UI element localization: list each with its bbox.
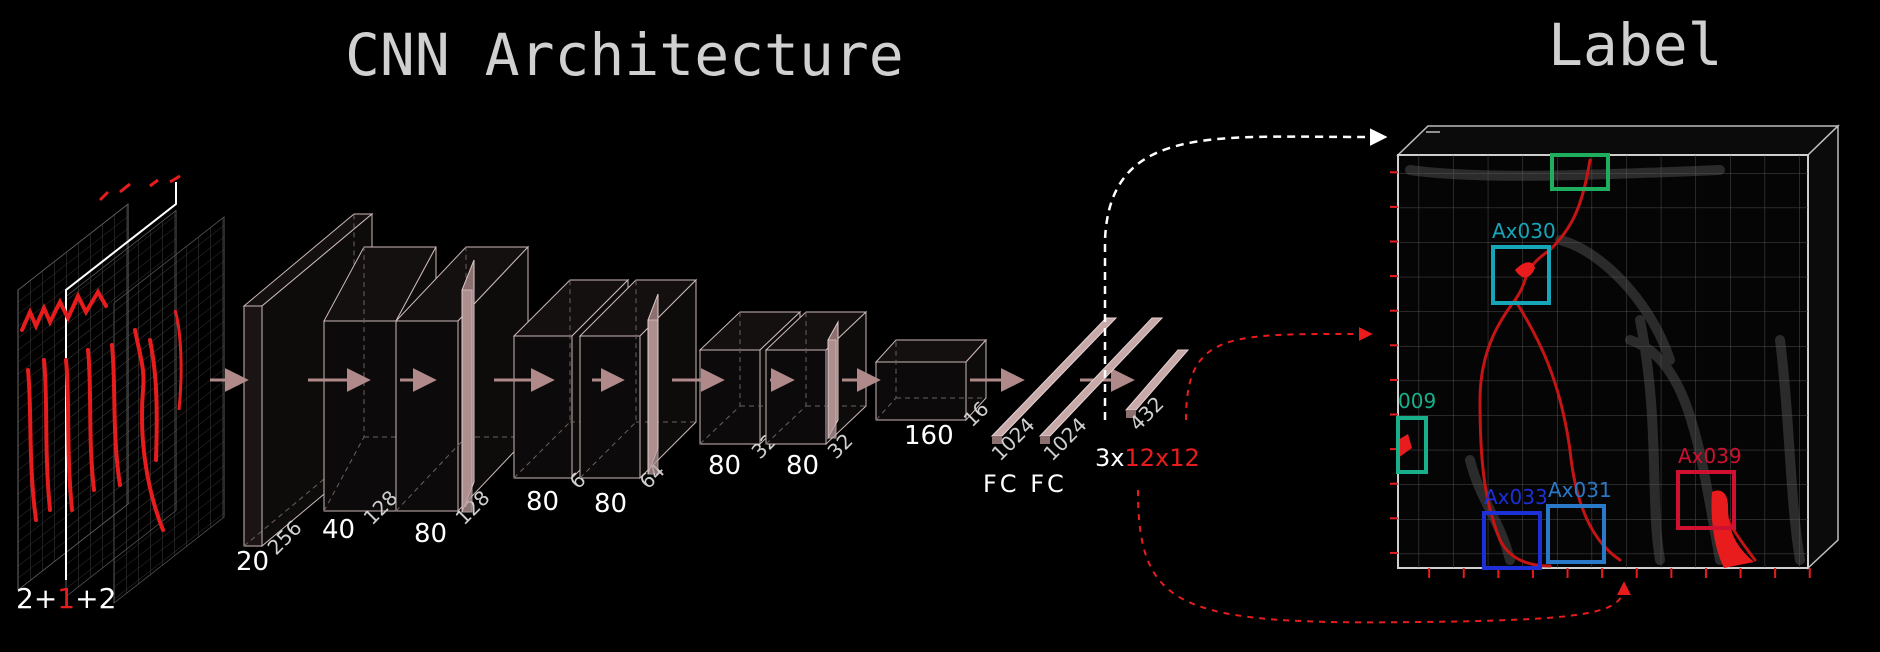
input-slice-highlight	[65, 182, 177, 580]
box-label-009: 009	[1398, 389, 1436, 413]
box-label-ax039: Ax039	[1678, 444, 1742, 468]
input-label: 2+1+2	[16, 582, 116, 615]
label-grid-lines	[1398, 155, 1808, 568]
layer-front-label: 80	[526, 487, 559, 517]
box-ax039	[1676, 470, 1736, 530]
layer-front-label: 40	[322, 515, 355, 545]
conv-layers: 202564012880128806480648032803216016	[210, 212, 1135, 577]
box-ax030	[1491, 245, 1551, 305]
input-signal-traces	[20, 288, 165, 532]
fc-bar-3: 432	[1125, 349, 1190, 436]
layer-front-label: 80	[786, 451, 819, 481]
box-label-ax033: Ax033	[1484, 485, 1548, 509]
layer-front	[395, 320, 459, 512]
layer-front	[765, 349, 827, 445]
layer-front-label: 160	[904, 421, 954, 451]
layer-front	[875, 361, 967, 421]
pool-slab-1	[461, 259, 475, 513]
fc-units-label: 432	[1125, 392, 1169, 436]
title-cnn-architecture: CNN Architecture	[345, 21, 904, 89]
label-cube-top	[1396, 125, 1840, 156]
red-dashed-arrow-top	[1185, 326, 1373, 421]
label-red-blob-2	[1711, 490, 1754, 568]
input-slices	[17, 174, 225, 604]
input-slice-front	[17, 203, 129, 591]
label-cube: Ax030 009 Ax033 Ax031 Ax039	[1390, 124, 1840, 578]
label-red-blob-1	[1515, 262, 1535, 278]
layer-front-label: 80	[708, 451, 741, 481]
box-ax031	[1546, 504, 1606, 564]
box-label-ax030: Ax030	[1492, 219, 1556, 243]
layer-front	[579, 335, 641, 479]
box-label-ax031: Ax031	[1548, 478, 1612, 502]
layer-front	[699, 349, 761, 445]
title-label: Label	[1548, 11, 1723, 79]
box-009	[1396, 416, 1428, 474]
layer-front	[513, 335, 573, 479]
fc-label: FC FC	[983, 470, 1067, 498]
layer-front	[323, 320, 397, 512]
red-dashed-arrow-bottom	[1137, 489, 1631, 624]
layer-hidden-edges	[875, 340, 986, 421]
layer-front-label: 80	[414, 519, 447, 549]
input-signal-top	[98, 174, 183, 411]
layer-front	[243, 305, 263, 547]
box-ax033	[1482, 511, 1542, 570]
layer-hidden-edges	[579, 280, 696, 479]
layer-front-label: 80	[594, 489, 627, 519]
layer-front-label: 20	[236, 547, 269, 577]
pool-slab-2	[647, 293, 659, 475]
label-cube-side	[1807, 124, 1839, 570]
box-top-green	[1550, 153, 1610, 191]
pool-slab-3	[827, 320, 839, 440]
output-shape-label: 3x12x12	[1095, 444, 1200, 472]
white-dashed-arrow	[1103, 128, 1388, 420]
label-red-blob-3	[1398, 434, 1412, 458]
